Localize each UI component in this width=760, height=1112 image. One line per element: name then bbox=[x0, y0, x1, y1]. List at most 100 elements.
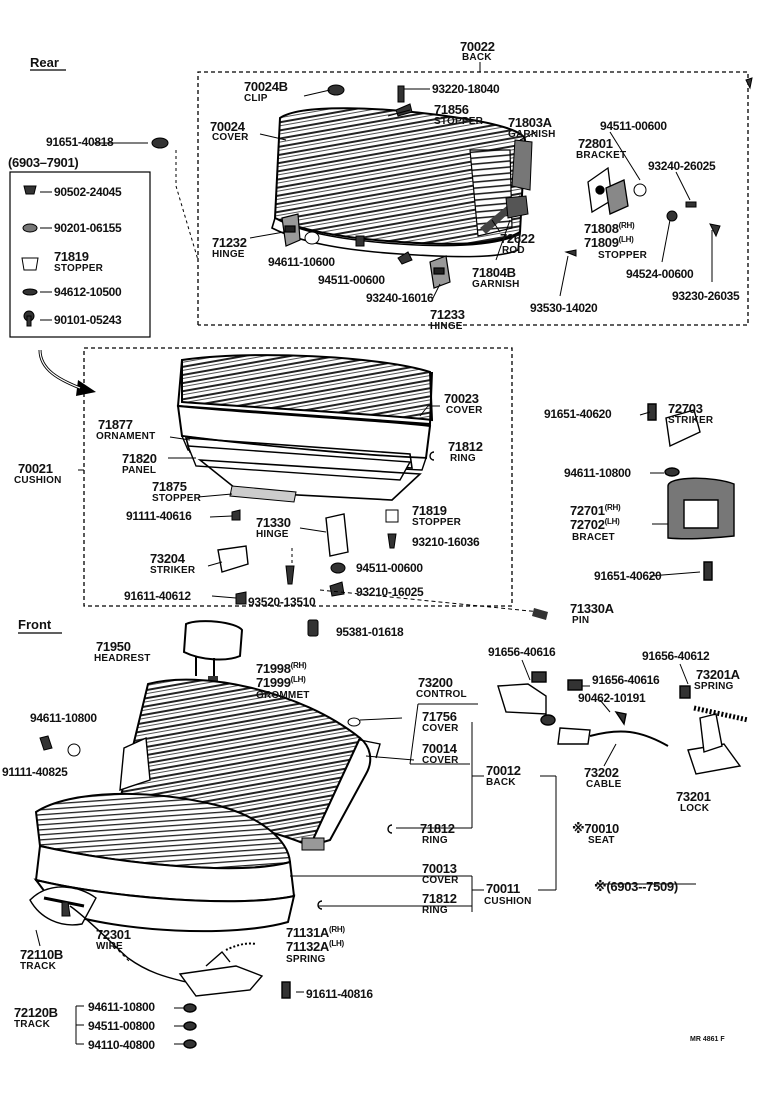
back-group-part: 70022 bbox=[460, 39, 495, 54]
section-front-heading: Front bbox=[18, 617, 52, 632]
label-72801-part: 72801 bbox=[578, 136, 613, 151]
label-71820-part: 71820 bbox=[122, 451, 157, 466]
label-70023-name: COVER bbox=[446, 405, 483, 416]
label-72702-name: BRACET bbox=[572, 532, 615, 543]
variant-box-hardware bbox=[21, 185, 39, 327]
label-71819-a-part: 71819 bbox=[54, 249, 89, 264]
label-70012-part: 70012 bbox=[486, 763, 521, 778]
label-91651-40620-a: 91651-40620 bbox=[544, 407, 612, 421]
label-71856-part: 71856 bbox=[434, 102, 469, 117]
label-70012-name: BACK bbox=[486, 777, 516, 788]
label-71330A-part: 71330A bbox=[570, 601, 614, 616]
label-71132A-suffix: (LH) bbox=[329, 939, 344, 948]
label-71812-b-part: 71812 bbox=[420, 821, 455, 836]
label-71330-part: 71330 bbox=[256, 515, 291, 530]
label-73201A-name: SPRING bbox=[694, 681, 734, 692]
label-71812-c-part: 71812 bbox=[422, 891, 457, 906]
label-70010-part: ※70010 bbox=[572, 821, 619, 836]
label-71856-name: STOPPER bbox=[434, 116, 484, 127]
label-70011-part: 70011 bbox=[486, 881, 520, 896]
label-70014-part: 70014 bbox=[422, 741, 457, 756]
rear-back-group-box bbox=[197, 71, 749, 326]
label-71803A-name: GARNISH bbox=[508, 129, 556, 140]
label-71132A-part: 71132A bbox=[286, 939, 330, 954]
label-71232-name: HINGE bbox=[212, 249, 245, 260]
leader-lines bbox=[35, 88, 713, 1045]
label-72622-part: 72622 bbox=[500, 231, 535, 246]
label-93230-26035: 93230-26035 bbox=[672, 289, 740, 303]
label-73201-part: 73201 bbox=[676, 789, 711, 804]
label-91656-40612: 91656-40612 bbox=[642, 649, 710, 663]
label-71233-name: HINGE bbox=[430, 321, 463, 332]
flow-arrow bbox=[38, 349, 81, 390]
label-71131A: 71131A(RH) bbox=[286, 925, 345, 940]
label-93240-26025: 93240-26025 bbox=[648, 159, 716, 173]
label-73204-name: STRIKER bbox=[150, 565, 196, 576]
label-70024-name: COVER bbox=[212, 132, 249, 143]
variant-box bbox=[9, 171, 151, 338]
label-71877-part: 71877 bbox=[98, 417, 133, 432]
label-71812-a-name: RING bbox=[450, 453, 476, 464]
label-71131A-part: 71131A bbox=[286, 925, 330, 940]
label-71950-name: HEADREST bbox=[94, 653, 151, 664]
label-72702-part: 72702 bbox=[570, 517, 605, 532]
label-94611-10800-a: 94611-10800 bbox=[564, 466, 631, 480]
label-91111-40825: 91111-40825 bbox=[2, 765, 68, 779]
label-71819-b-name: STOPPER bbox=[412, 517, 462, 528]
label-70024B-name: CLIP bbox=[244, 93, 268, 104]
rear-hardware bbox=[151, 77, 753, 265]
label-71819-b-part: 71819 bbox=[412, 503, 447, 518]
label-91656-40616-b: 91656-40616 bbox=[592, 673, 660, 687]
seat-note: ※(6903--7509) bbox=[594, 879, 678, 894]
label-71808: 71808(RH) bbox=[584, 222, 635, 236]
control-cable-lock-drawing bbox=[497, 671, 749, 775]
hinge-71233-drawing bbox=[429, 255, 451, 289]
label-71132A: 71132A(LH) bbox=[286, 939, 344, 954]
striker-bracket-drawing bbox=[647, 403, 735, 581]
label-72301-name: WIRE bbox=[96, 941, 123, 952]
label-72622-name: ROD bbox=[502, 245, 525, 256]
label-71330A-name: PIN bbox=[572, 615, 590, 626]
label-91651-40620-b: 91651-40620 bbox=[594, 569, 662, 583]
label-72702: 72702(LH) bbox=[570, 517, 620, 532]
label-90201-06155: 90201-06155 bbox=[54, 221, 122, 235]
rear-seat-back-drawing bbox=[271, 107, 533, 258]
label-71756-part: 71756 bbox=[422, 709, 457, 724]
label-71877-name: ORNAMENT bbox=[96, 431, 156, 442]
label-73201A-part: 73201A bbox=[696, 667, 740, 682]
label-93210-16036: 93210-16036 bbox=[412, 535, 480, 549]
label-93210-16025: 93210-16025 bbox=[356, 585, 424, 599]
label-71812-a-part: 71812 bbox=[448, 439, 483, 454]
front-seat-cushion-drawing bbox=[33, 792, 296, 933]
label-93530-14020: 93530-14020 bbox=[530, 301, 598, 315]
label-71233-part: 71233 bbox=[430, 307, 465, 322]
label-71998-part: 71998 bbox=[256, 661, 291, 676]
label-93240-16016: 93240-16016 bbox=[366, 291, 434, 305]
label-93220-18040: 93220-18040 bbox=[432, 82, 500, 96]
label-73201-name: LOCK bbox=[680, 803, 710, 814]
rear-cushion-drawing bbox=[176, 354, 434, 573]
label-72703-name: STRIKER bbox=[668, 415, 714, 426]
label-71875-part: 71875 bbox=[152, 479, 187, 494]
label-72120B-part: 72120B bbox=[14, 1005, 58, 1020]
back-group-name: BACK bbox=[462, 52, 492, 63]
label-71756-name: COVER bbox=[422, 723, 459, 734]
label-94110-40800: 94110-40800 bbox=[88, 1038, 155, 1052]
label-91611-40816: 91611-40816 bbox=[306, 987, 373, 1001]
hinge-71232-drawing bbox=[281, 213, 301, 247]
label-73204-part: 73204 bbox=[150, 551, 185, 566]
label-71999-suffix: (LH) bbox=[290, 675, 306, 684]
label-70024-part: 70024 bbox=[210, 119, 245, 134]
label-72703-part: 72703 bbox=[668, 401, 703, 416]
label-72701: 72701(RH) bbox=[570, 504, 621, 518]
rear-cushion-group-box bbox=[83, 347, 513, 607]
label-71819-a-name: STOPPER bbox=[54, 263, 104, 274]
label-71998: 71998(RH) bbox=[256, 661, 307, 676]
label-71131A-suffix: (RH) bbox=[329, 925, 345, 934]
label-71809-name: STOPPER bbox=[598, 250, 648, 261]
label-72801-name: BRACKET bbox=[576, 150, 627, 161]
label-71804B-name: GARNISH bbox=[472, 279, 520, 290]
label-94524-00600: 94524-00600 bbox=[626, 267, 694, 281]
label-71950-part: 71950 bbox=[96, 639, 131, 654]
